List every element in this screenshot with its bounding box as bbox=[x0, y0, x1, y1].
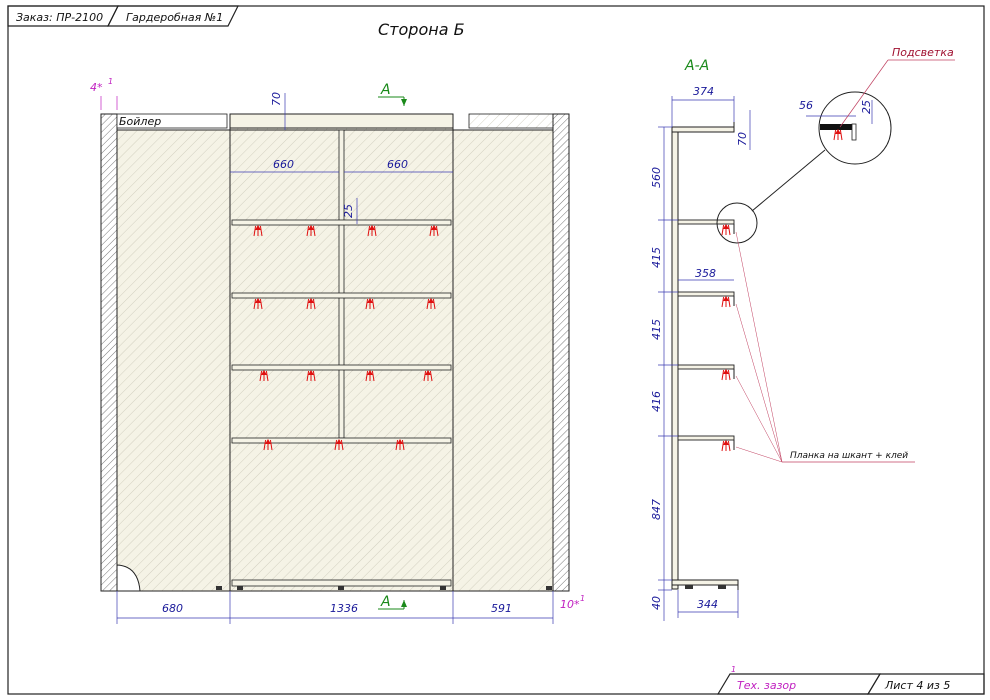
section-mark-bottom: A bbox=[380, 594, 391, 610]
dim-h5: 847 bbox=[650, 499, 663, 520]
section-view bbox=[671, 91, 892, 590]
view-title: Сторона Б bbox=[378, 20, 465, 39]
shelf-1 bbox=[231, 219, 452, 226]
front-view: Бойлер bbox=[100, 113, 570, 592]
center-divider bbox=[338, 129, 345, 439]
light-arrow bbox=[365, 298, 375, 310]
light-arrow bbox=[306, 298, 316, 310]
light-arrow bbox=[253, 225, 263, 237]
light-arrow bbox=[306, 370, 316, 382]
light-arrow bbox=[429, 225, 439, 237]
left-panel bbox=[116, 129, 231, 592]
dim-h3: 415 bbox=[650, 319, 663, 340]
dim-detail-height: 25 bbox=[860, 100, 873, 114]
dim-bottom-center: 1336 bbox=[330, 602, 358, 615]
dim-h4: 416 bbox=[650, 391, 663, 412]
dim-bottom-right: 591 bbox=[491, 602, 512, 615]
shelf-3 bbox=[231, 364, 452, 371]
dim-h1: 560 bbox=[650, 167, 663, 188]
dim-bottom-left: 680 bbox=[162, 602, 183, 615]
light-arrow bbox=[395, 439, 405, 451]
svg-text:1: 1 bbox=[108, 77, 113, 86]
light-arrow bbox=[259, 370, 269, 382]
light-arrow bbox=[334, 439, 344, 451]
top-panel bbox=[229, 113, 454, 129]
dim-h2: 415 bbox=[650, 247, 663, 268]
note-right: 10* bbox=[560, 598, 580, 611]
room-name: Гардеробная №1 bbox=[126, 11, 223, 24]
boiler-label: Бойлер bbox=[119, 115, 161, 128]
light-arrow bbox=[263, 439, 273, 451]
section-dimensions: 374 70 560 415 415 416 847 40 358 344 56… bbox=[650, 85, 873, 621]
sheet-number: Лист 4 из 5 bbox=[884, 679, 950, 692]
left-wall bbox=[100, 113, 118, 592]
light-arrow bbox=[426, 298, 436, 310]
light-arrow bbox=[721, 369, 731, 381]
dim-col-right: 660 bbox=[387, 158, 408, 171]
light-arrow bbox=[721, 440, 731, 452]
dim-detail-width: 56 bbox=[799, 99, 813, 112]
light-arrow bbox=[833, 129, 843, 141]
detail-zoom-circle bbox=[818, 91, 892, 165]
note-left: 4* bbox=[90, 81, 103, 94]
light-arrow bbox=[365, 370, 375, 382]
dim-shelf-depth: 358 bbox=[695, 267, 716, 280]
sheet-tab: 1 Тех. зазор Лист 4 из 5 bbox=[716, 665, 985, 695]
light-arrow bbox=[306, 225, 316, 237]
dim-top-offset: 70 bbox=[270, 92, 283, 106]
dim-h6: 40 bbox=[650, 596, 663, 610]
shelf-2 bbox=[231, 292, 452, 299]
light-arrow bbox=[423, 370, 433, 382]
section-back bbox=[671, 126, 679, 590]
dim-depth-top: 374 bbox=[693, 85, 714, 98]
light-arrow bbox=[721, 224, 731, 236]
front-dimensions: A A 4* 1 10* 1 70 660 660 25 680 1336 59… bbox=[90, 77, 585, 624]
tech-gap-note: Тех. зазор bbox=[737, 679, 796, 692]
section-light-arrows bbox=[721, 129, 843, 452]
section-mark-top: A bbox=[380, 82, 391, 98]
order-number: Заказ: ПР-2100 bbox=[16, 11, 103, 24]
light-arrow bbox=[367, 225, 377, 237]
sheet-frame bbox=[7, 5, 985, 695]
boiler-cutout bbox=[116, 564, 141, 592]
dim-top-height: 70 bbox=[736, 132, 749, 146]
light-arrow bbox=[253, 298, 263, 310]
note-marker: 1 bbox=[731, 665, 736, 674]
label-lighting: Подсветка bbox=[892, 46, 954, 59]
annotations: Подсветка Планка на шкант + клей bbox=[735, 46, 955, 463]
section-title: A-A bbox=[684, 58, 709, 74]
bottom-plinth bbox=[231, 579, 452, 587]
order-tab: Заказ: ПР-2100 Гардеробная №1 bbox=[7, 5, 239, 27]
detail-circle bbox=[716, 202, 758, 244]
right-panel bbox=[452, 129, 554, 592]
dim-col-left: 660 bbox=[273, 158, 294, 171]
dim-bottom-depth: 344 bbox=[697, 598, 718, 611]
dim-shelf-gap: 25 bbox=[342, 204, 355, 218]
right-wall bbox=[552, 113, 570, 592]
light-arrow bbox=[721, 296, 731, 308]
light-arrows bbox=[253, 225, 439, 451]
svg-text:1: 1 bbox=[580, 594, 585, 603]
label-strip: Планка на шкант + клей bbox=[790, 451, 908, 461]
